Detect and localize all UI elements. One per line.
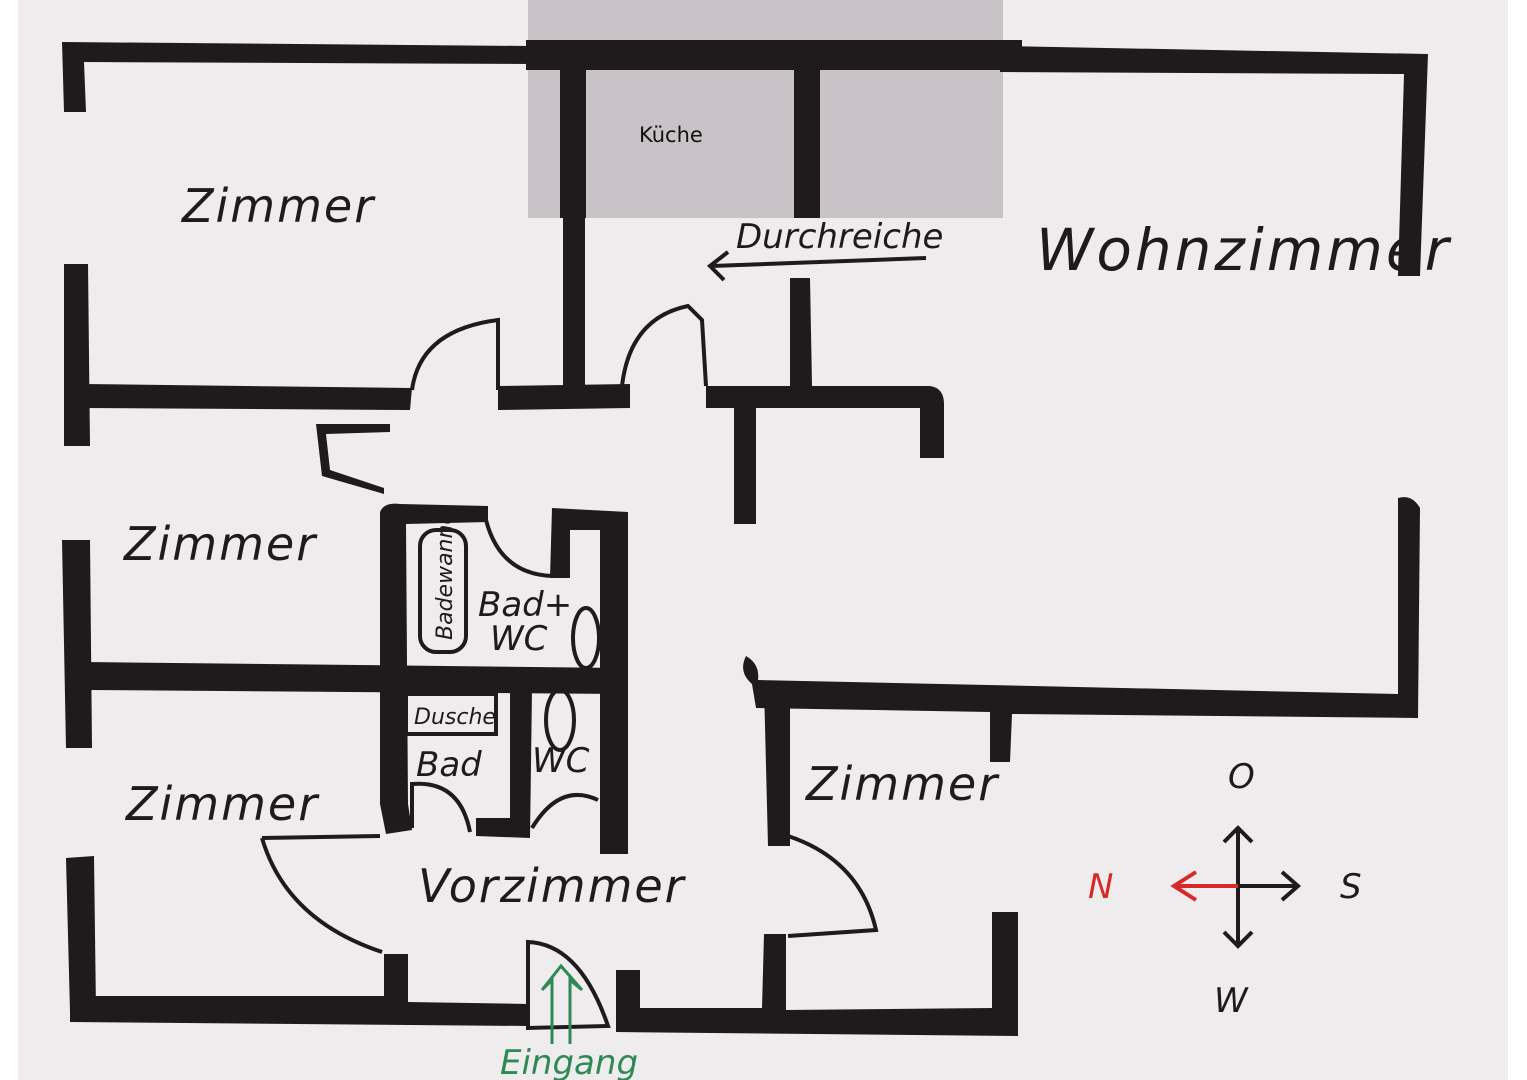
wall-zimmer-right-left [764, 686, 790, 846]
label-bad-wc-line2: WC [490, 619, 548, 659]
label-zimmer-right: Zimmer [804, 757, 1000, 811]
wall-kitchen-left-ext [563, 218, 585, 398]
label-zimmer-top-left: Zimmer [180, 179, 376, 233]
fixtures [404, 528, 601, 752]
wall-bath-right [550, 508, 628, 854]
door-bad [410, 781, 472, 833]
wall-stub-zimmer2 [316, 424, 390, 494]
durchreiche-arrow [706, 250, 927, 282]
compass-west-label: W [1214, 981, 1249, 1021]
door-wc [530, 792, 599, 830]
label-bad: Bad [416, 745, 482, 785]
wall-right-vertical [743, 497, 1420, 762]
wall-mid-left [86, 662, 624, 694]
compass-east-label: O [1228, 757, 1255, 797]
wall-top-kitchen [526, 40, 1022, 70]
label-kueche: Küche [639, 123, 703, 147]
wall-bath-block [380, 503, 488, 834]
door-kitchen [620, 303, 708, 387]
label-bad-wc: Bad+ [478, 585, 572, 625]
door-zimmer1 [410, 317, 500, 391]
label-eingang: Eingang [500, 1043, 638, 1080]
wall-bath-divider [476, 690, 532, 838]
entrance-arrow [540, 963, 584, 1044]
compass-north-arrow [1170, 870, 1238, 902]
label-zimmer-bottom-left: Zimmer [124, 777, 320, 831]
shower [404, 692, 498, 736]
compass: O S W N [1088, 757, 1362, 1021]
door-swings [260, 303, 879, 1031]
label-vorzimmer: Vorzimmer [418, 859, 687, 913]
wall-left-3 [66, 856, 96, 1012]
wall-left-2 [62, 540, 92, 748]
door-zimmer-right [787, 834, 879, 938]
wall-top-right [1000, 46, 1428, 276]
door-vorzimmer [260, 834, 383, 954]
label-durchreiche: Durchreiche [736, 217, 943, 257]
door-entrance [526, 939, 611, 1031]
label-wc: WC [532, 741, 590, 781]
wall-kitchen-right [794, 58, 820, 218]
walls [62, 40, 1428, 1036]
label-badewanne: Badewanne [433, 511, 458, 640]
bathtub [418, 528, 468, 654]
compass-north-label: N [1088, 867, 1113, 907]
wall-top-left [62, 42, 530, 112]
wall-durchreiche [706, 278, 944, 524]
label-zimmer-mid-left: Zimmer [122, 517, 318, 571]
kitchen-overlay [528, 0, 1003, 218]
wall-bottom-right [616, 912, 1018, 1036]
wall-bottom-left [70, 954, 530, 1026]
wall-left-1 [64, 264, 90, 446]
toilet-bad-wc [571, 606, 601, 670]
toilet-wc [544, 688, 576, 752]
compass-south-label: S [1340, 867, 1362, 907]
label-dusche: Dusche [414, 705, 496, 730]
wall-zimmer1-bottom [84, 384, 412, 410]
label-wohnzimmer: Wohnzimmer [1036, 216, 1452, 284]
wall-kitchen-left [560, 58, 586, 218]
door-bad-wc [484, 519, 553, 578]
